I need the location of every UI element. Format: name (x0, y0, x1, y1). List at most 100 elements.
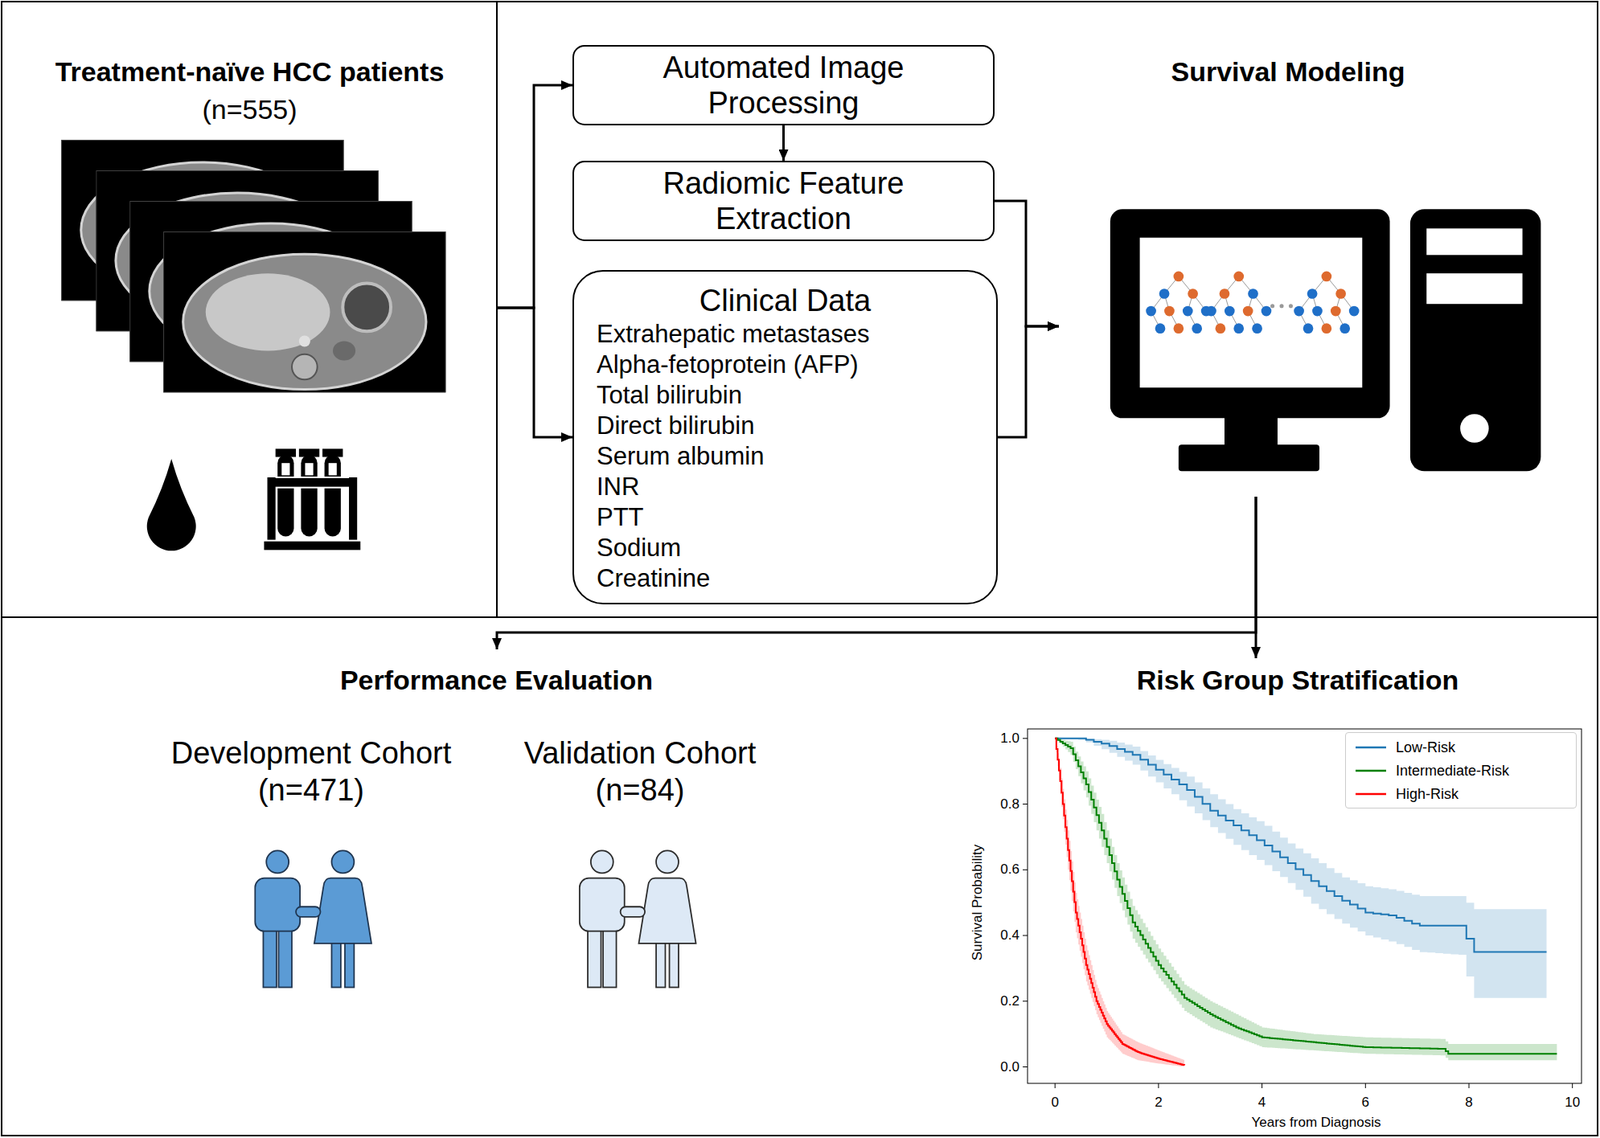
rack-post (267, 477, 276, 550)
tick-label: 1.0 (1000, 730, 1020, 747)
flow-arrow (997, 326, 1059, 438)
tree-node (1330, 306, 1342, 317)
tower-slot (1426, 273, 1523, 304)
tick-label: 0 (1050, 1095, 1059, 1112)
tree-node (1251, 323, 1263, 334)
node-heading: Treatment-naïve HCC patients (2, 55, 497, 88)
person-head (656, 850, 679, 874)
screen (1140, 237, 1363, 389)
blood-drop-icon (147, 459, 197, 551)
mri-background (163, 231, 447, 394)
tick-label: 6 (1362, 1095, 1370, 1112)
patient-panel: Treatment-naïve HCC patients (n=555) (2, 2, 497, 618)
mri-liver (205, 273, 331, 351)
node-text: Direct bilirubin (596, 410, 974, 442)
person-head (590, 850, 614, 874)
tick-mark (1261, 1083, 1263, 1089)
tree-node (1206, 306, 1217, 317)
tick-label: 0.4 (1000, 927, 1020, 944)
legend-text: Low-Risk (1395, 738, 1456, 757)
tree-node (1155, 323, 1166, 334)
tick-mark (1022, 804, 1028, 805)
monitor-base (1178, 444, 1320, 472)
node-heading: Radiomic Feature Extraction (614, 165, 953, 237)
node-text: (n=555) (2, 93, 497, 126)
held-hands (295, 906, 320, 918)
tick-mark (1468, 1083, 1470, 1089)
tree-node (1321, 271, 1333, 283)
people-icon (579, 850, 697, 988)
tree-node (1182, 306, 1194, 317)
tree-node (1164, 306, 1175, 317)
process-box: Automated Image Processing (572, 45, 995, 126)
person-head (331, 850, 354, 874)
person-leg (331, 941, 341, 988)
tick-mark (1054, 1083, 1056, 1089)
ellipsis-dot (1270, 303, 1275, 308)
legend-row: High-Risk (1345, 782, 1576, 806)
legend-line (1355, 791, 1387, 797)
held-hands (620, 906, 645, 918)
chart-legend: Low-RiskIntermediate-RiskHigh-Risk (1345, 732, 1577, 809)
legend-text: Intermediate-Risk (1395, 762, 1510, 780)
tick-mark (1365, 1083, 1367, 1089)
legend-line-sample (1355, 792, 1387, 796)
tick-mark (1022, 1066, 1028, 1068)
tick-label: 10 (1564, 1095, 1580, 1112)
tree-node (1312, 306, 1323, 317)
legend-row: Low-Risk (1345, 735, 1576, 759)
ellipsis-dot (1279, 303, 1284, 308)
flow-arrow (782, 125, 785, 161)
cohort-node: Validation Cohort(n=84) (479, 734, 801, 989)
legend-line (1355, 768, 1387, 774)
tree-node (1173, 323, 1185, 334)
decision-tree (1145, 271, 1211, 334)
tree-node (1349, 306, 1360, 317)
tower (1410, 209, 1541, 472)
computer-node: Survival Modeling (1058, 44, 1574, 497)
node-text: Extrahepatic metastases (596, 319, 974, 350)
confidence-band (1054, 738, 1547, 999)
tick-label: 4 (1258, 1095, 1266, 1112)
node-text: Alpha-fetoprotein (AFP) (596, 349, 974, 381)
survival-chart (1022, 729, 1582, 1089)
node-heading: Risk Group Stratification (996, 664, 1599, 697)
power-button (1460, 414, 1490, 444)
person-leg (656, 941, 665, 988)
tick-mark (1022, 1001, 1028, 1002)
tree-node (1293, 306, 1305, 317)
axis-label: Years from Diagnosis (1251, 1115, 1382, 1132)
flow-arrow (496, 307, 573, 438)
person-leg (603, 927, 616, 989)
section-node: Performance EvaluationDevelopment Cohort… (120, 649, 873, 997)
legend-line (1355, 745, 1387, 751)
tick-mark (1022, 869, 1028, 871)
rack-post (348, 477, 357, 550)
computer-icon (1110, 209, 1542, 472)
tree-node (1243, 306, 1254, 317)
decision-tree (1293, 271, 1359, 334)
tick-label: 2 (1154, 1095, 1162, 1112)
flow-arrow (1255, 496, 1258, 659)
person-head (266, 850, 289, 874)
test-tube (324, 455, 341, 538)
tree-node (1233, 271, 1244, 283)
node-text: (n=84) (479, 771, 801, 809)
node-heading: Survival Modeling (1058, 55, 1518, 88)
tower-slot (1426, 228, 1523, 255)
tree-node (1261, 306, 1272, 317)
person-leg (278, 927, 292, 989)
node-text: Sodium (596, 533, 974, 564)
tick-label: 0.8 (1000, 796, 1020, 813)
tree-node (1307, 288, 1318, 300)
legend-row: Intermediate-Risk (1345, 758, 1576, 783)
person-torso (254, 878, 300, 932)
tree-node (1187, 288, 1198, 300)
mri-vessel (299, 335, 311, 347)
legend-line-sample (1355, 769, 1387, 772)
tube-cap (299, 448, 320, 457)
mri-edge (164, 232, 447, 394)
person-torso (579, 878, 625, 932)
